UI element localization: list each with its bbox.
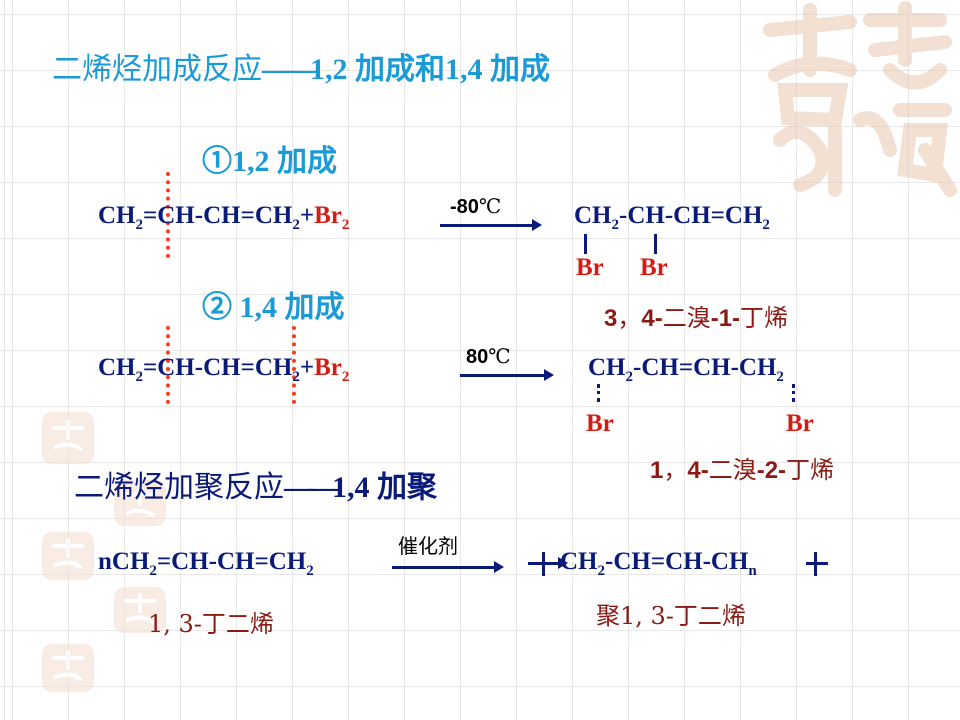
rxn1-condition: -80℃ bbox=[450, 194, 501, 219]
polymer-product-mid: -CH=CH-CH bbox=[605, 548, 749, 575]
polymer-reactant-mid: =CH-CH=CH bbox=[156, 548, 307, 575]
rxn2-temp: 80 bbox=[466, 346, 489, 368]
rxn1-temp: -80 bbox=[450, 196, 479, 218]
rxn2-reactant-br-sub: 2 bbox=[341, 369, 350, 385]
rxn1-reactant-plus: + bbox=[299, 202, 315, 229]
rxn1-product: CH2-CH-CH=CH2 bbox=[574, 202, 770, 234]
rxn1-name-d: 二溴 bbox=[662, 304, 711, 332]
rxn2-reactant-mid: =CH-CH=CH bbox=[143, 354, 293, 381]
rxn2-reactant-sub2: 2 bbox=[292, 369, 300, 385]
page-title: 二烯烃加成反应——1,2 加成和1,4 加成 bbox=[52, 44, 550, 88]
polymer-heading-part1: 二烯烃加聚反应 bbox=[74, 470, 284, 505]
rxn1-unit: ℃ bbox=[478, 194, 502, 218]
polymer-product: CH2-CH=CH-CHn bbox=[560, 548, 757, 580]
polymer-bond-left bbox=[528, 557, 568, 569]
polymer-reactant-sub1: 2 bbox=[149, 563, 157, 579]
section-2-heading: ② 1,4 加成 bbox=[202, 282, 345, 326]
rxn2-name-b: ， bbox=[663, 457, 688, 484]
rxn1-name-e: -1- bbox=[710, 305, 741, 332]
rxn1-reactant: CH2=CH-CH=CH2+Br2 bbox=[98, 202, 349, 234]
rxn1-reactant-br: Br bbox=[314, 202, 342, 229]
title-part2: 1,2 加成和1,4 加成 bbox=[310, 53, 550, 86]
polymer-product-name: 聚1, 3-丁二烯 bbox=[596, 602, 746, 630]
polymer-reactant-name: 1, 3-丁二烯 bbox=[148, 610, 274, 638]
polymer-catalyst: 催化剂 bbox=[398, 534, 458, 558]
rxn1-name-a: 3 bbox=[604, 305, 618, 332]
rxn1-reactant-br-sub: 2 bbox=[341, 217, 350, 233]
rxn1-product-sub1: 2 bbox=[611, 217, 620, 233]
rxn1-name-b: ， bbox=[617, 305, 642, 332]
rxn1-reactant-ch: CH bbox=[98, 202, 136, 229]
rxn1-product-name: 3，4-二溴-1-丁烯 bbox=[604, 298, 788, 333]
rxn2-name-a: 1 bbox=[650, 457, 664, 484]
rxn1-product-ch: CH bbox=[574, 202, 612, 229]
rxn2-reactant-ch: CH bbox=[98, 354, 136, 381]
cleavage-dots-2a bbox=[166, 326, 170, 404]
rxn1-name-f: 丁烯 bbox=[740, 304, 789, 332]
rxn2-arrow bbox=[460, 369, 554, 381]
rxn1-bond-left bbox=[584, 234, 587, 254]
seal-logo-small-3 bbox=[42, 532, 94, 580]
section-1-label: 1,2 加成 bbox=[232, 145, 337, 178]
rxn2-br-left: Br bbox=[586, 410, 614, 437]
seal-logo-large bbox=[763, 1, 957, 197]
polymer-heading: 二烯烃加聚反应——1,4 加聚 bbox=[74, 462, 437, 506]
rxn2-bond-left bbox=[597, 384, 600, 402]
rxn2-reactant: CH2=CH-CH=CH2+Br2 bbox=[98, 354, 349, 386]
polymer-reactant-nch: nCH bbox=[98, 548, 150, 575]
rxn1-product-sub2: 2 bbox=[762, 217, 770, 233]
seal-logo-small-4 bbox=[114, 587, 166, 633]
rxn2-name-e: -2- bbox=[756, 457, 787, 484]
rxn2-name-c: 4- bbox=[687, 457, 709, 484]
rxn2-product-sub1: 2 bbox=[625, 369, 634, 385]
rxn1-product-mid: -CH-CH=CH bbox=[619, 202, 763, 229]
rxn1-name-c: 4- bbox=[641, 305, 663, 332]
rxn1-arrow bbox=[440, 219, 542, 231]
polymer-product-sub2: n bbox=[748, 563, 757, 579]
rxn1-br-right: Br bbox=[640, 254, 668, 281]
polymer-product-ch: CH bbox=[560, 548, 598, 575]
polymer-bond-right bbox=[806, 562, 828, 565]
rxn2-condition: 80℃ bbox=[466, 344, 511, 369]
rxn2-reactant-plus: + bbox=[299, 354, 315, 381]
seal-logo-small-1 bbox=[42, 412, 94, 464]
polymer-product-sub1: 2 bbox=[597, 563, 606, 579]
title-dash: —— bbox=[262, 53, 316, 86]
polymer-heading-part2: 1,4 加聚 bbox=[332, 471, 437, 504]
polymer-arrow bbox=[392, 561, 504, 573]
rxn2-product: CH2-CH=CH-CH2 bbox=[588, 354, 784, 386]
section-2-number: ② bbox=[202, 291, 232, 324]
rxn1-bond-right bbox=[654, 234, 657, 254]
rxn1-reactant-sub2: 2 bbox=[292, 217, 300, 233]
rxn1-reactant-sub1: 2 bbox=[135, 217, 144, 233]
rxn2-name-d: 二溴 bbox=[708, 456, 757, 484]
cleavage-dots-2b bbox=[292, 326, 296, 404]
polymer-reactant: nCH2=CH-CH=CH2 bbox=[98, 548, 314, 580]
rxn2-product-name: 1，4-二溴-2-丁烯 bbox=[650, 450, 834, 485]
rxn2-reactant-br: Br bbox=[314, 354, 342, 381]
rxn1-br-left: Br bbox=[576, 254, 604, 281]
section-1-number: ① bbox=[202, 145, 232, 178]
rxn1-reactant-mid: =CH-CH=CH bbox=[143, 202, 293, 229]
rxn2-product-ch: CH bbox=[588, 354, 626, 381]
cleavage-dots-1 bbox=[166, 172, 170, 258]
polymer-heading-dash: —— bbox=[284, 471, 338, 504]
rxn2-reactant-sub1: 2 bbox=[135, 369, 144, 385]
title-part1: 二烯烃加成反应 bbox=[52, 52, 262, 87]
rxn2-bond-right bbox=[792, 384, 795, 402]
rxn2-product-sub2: 2 bbox=[776, 369, 784, 385]
seal-logo-small-5 bbox=[42, 644, 94, 692]
section-1-heading: ①1,2 加成 bbox=[202, 136, 337, 180]
rxn2-product-mid: -CH=CH-CH bbox=[633, 354, 777, 381]
section-2-label: 1,4 加成 bbox=[239, 291, 345, 324]
rxn2-unit: ℃ bbox=[488, 344, 511, 368]
polymer-reactant-sub2: 2 bbox=[306, 563, 314, 579]
rxn2-name-f: 丁烯 bbox=[786, 456, 835, 484]
rxn2-br-right: Br bbox=[786, 410, 814, 437]
seal-logo-small-2 bbox=[114, 480, 166, 526]
